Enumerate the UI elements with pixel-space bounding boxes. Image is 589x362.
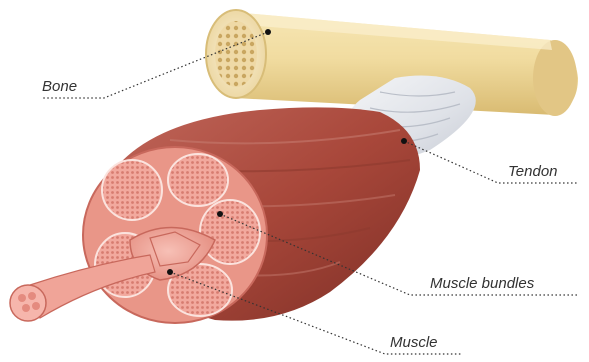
bone-label: Bone (42, 78, 77, 96)
tendon-pointer-dot (401, 138, 407, 144)
muscle-label: Muscle (390, 334, 438, 352)
bone-pointer-dot (265, 29, 271, 35)
muscle-pointer-dot (167, 269, 173, 275)
muscle-bundles-label: Muscle bundles (430, 275, 534, 293)
tendon-label: Tendon (508, 163, 558, 181)
bundles-pointer-dot (217, 211, 223, 217)
muscle-cross-section (83, 147, 267, 323)
